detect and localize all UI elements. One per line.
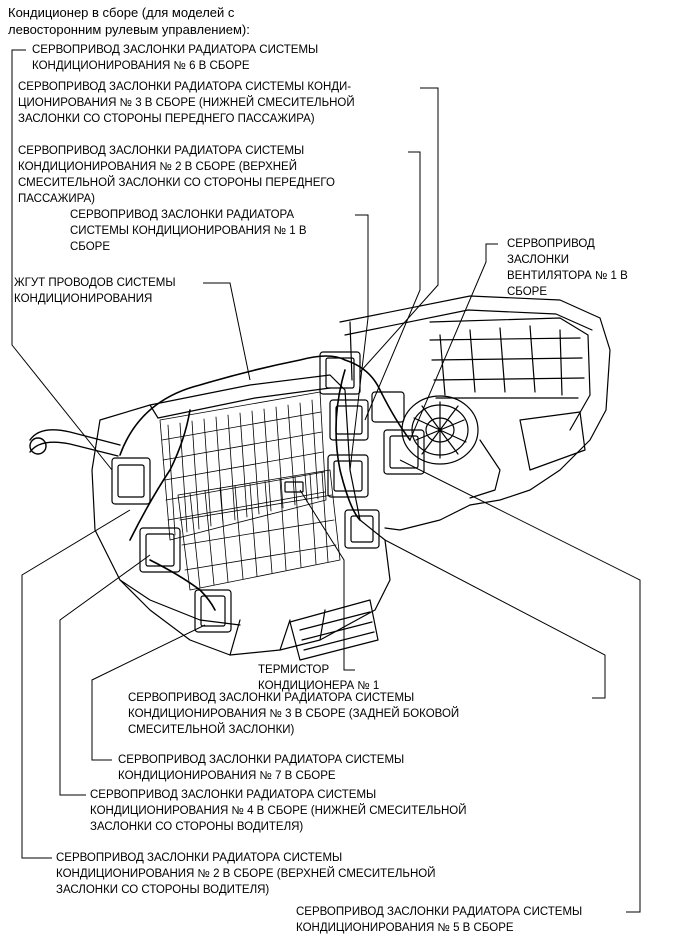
label-servo-5: СЕРВОПРИВОД ЗАСЛОНКИ РАДИАТОРА СИСТЕМЫ К… <box>296 906 583 934</box>
servo-6-body <box>111 457 151 505</box>
leader-servo3-passenger <box>359 87 439 373</box>
leader-servo1 <box>349 214 369 471</box>
label-servo-1: СЕРВОПРИВОД ЗАСЛОНКИ РАДИАТОРА СИСТЕМЫ К… <box>70 209 307 253</box>
blower-fan <box>401 395 501 499</box>
leader-servo6 <box>11 49 113 471</box>
leader-servo4 <box>59 554 151 796</box>
refrigerant-pipes <box>29 429 121 457</box>
label-servo-7: СЕРВОПРИВОД ЗАСЛОНКИ РАДИАТОРА СИСТЕМЫ К… <box>118 754 405 782</box>
servo-5-body <box>371 391 405 423</box>
label-wire-harness: ЖГУТ ПРОВОДОВ СИСТЕМЫ КОНДИЦИОНИРОВАНИЯ <box>14 277 176 305</box>
servo-2-passenger-body <box>329 399 369 441</box>
leader-lines <box>11 49 641 913</box>
label-servo-2-upper-passenger: СЕРВОПРИВОД ЗАСЛОНКИ РАДИАТОРА СИСТЕМЫ К… <box>18 145 335 205</box>
heater-core <box>177 469 341 591</box>
leader-harness <box>203 282 251 381</box>
blower-housing <box>339 295 611 531</box>
diagram-title: Кондиционер в сборе (для моделей с левос… <box>8 5 250 37</box>
leader-thermistor <box>299 489 355 671</box>
servo-actuators <box>111 351 425 633</box>
label-servo-6: СЕРВОПРИВОД ЗАСЛОНКИ РАДИАТОРА СИСТЕМЫ К… <box>32 44 319 72</box>
label-blower-servo: СЕРВОПРИВОД ЗАСЛОНКИ ВЕНТИЛЯТОРА № 1 В С… <box>507 238 628 298</box>
label-servo-2-upper-driver: СЕРВОПРИВОД ЗАСЛОНКИ РАДИАТОРА СИСТЕМЫ К… <box>56 852 436 896</box>
servo-1-body <box>327 454 369 498</box>
leader-servo2-driver <box>21 509 131 859</box>
thermistor-body <box>284 481 304 493</box>
servo-7-body <box>194 589 232 633</box>
main-case <box>91 374 391 661</box>
label-thermistor: ТЕРМИСТОР КОНДИЦИОНЕРА № 1 <box>258 664 380 692</box>
leader-blower-servo <box>409 243 498 441</box>
leader-servo7 <box>91 624 206 761</box>
servo-3-rear-body <box>344 509 380 549</box>
evaporator-core <box>159 391 327 541</box>
leader-servo2-passenger <box>364 151 421 421</box>
blower-servo-body <box>383 429 425 475</box>
leader-servo5 <box>399 459 641 913</box>
label-servo-3-lower-passenger: СЕРВОПРИВОД ЗАСЛОНКИ РАДИАТОРА СИСТЕМЫ К… <box>18 81 355 125</box>
label-servo-4-lower-driver: СЕРВОПРИВОД ЗАСЛОНКИ РАДИАТОРА СИСТЕМЫ К… <box>90 789 467 833</box>
servo-4-body <box>139 527 181 573</box>
label-servo-3-rear-side: СЕРВОПРИВОД ЗАСЛОНКИ РАДИАТОРА СИСТЕМЫ К… <box>128 692 460 736</box>
servo-3-passenger-body <box>319 351 361 395</box>
leader-servo3-rear <box>384 539 606 699</box>
